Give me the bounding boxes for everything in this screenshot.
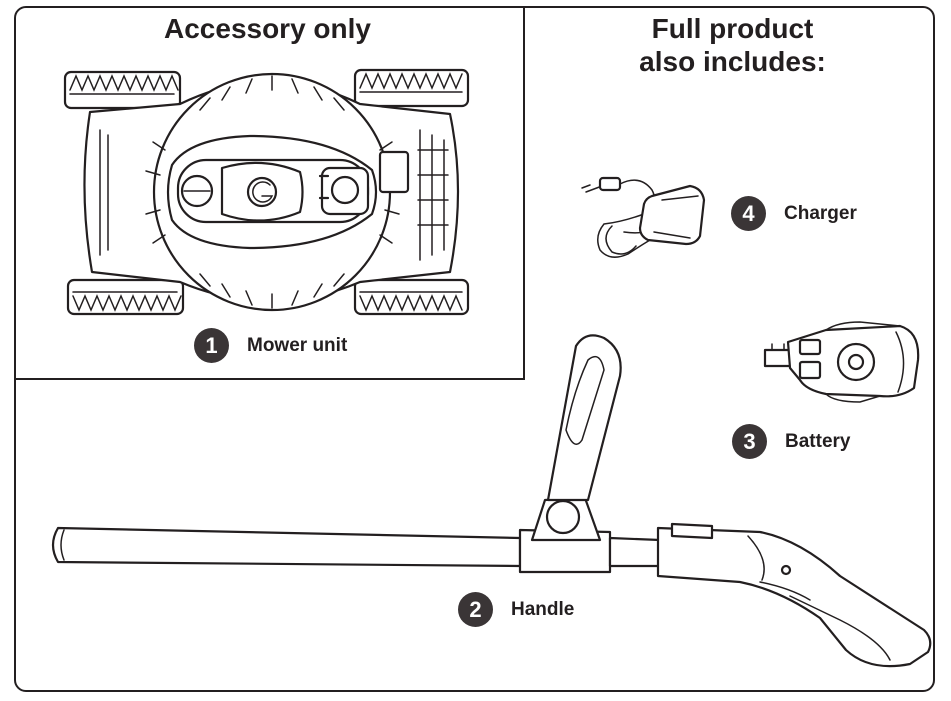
mower-wheel-rear-left	[66, 278, 185, 316]
handle-image	[51, 334, 932, 668]
charger-adapter	[638, 184, 706, 246]
accessory-only-panel	[14, 6, 525, 380]
callout-label-handle: Handle	[511, 598, 575, 620]
full-product-heading-line2: also includes:	[639, 46, 826, 77]
callout-badge-4: 4	[731, 196, 766, 231]
full-product-heading: Full product also includes:	[590, 12, 875, 78]
callout-badge-1: 1	[194, 328, 229, 363]
charger-image	[581, 176, 706, 258]
handle-grip	[546, 334, 622, 502]
package-contents-frame	[14, 6, 935, 692]
handle-lower-grip	[656, 526, 932, 668]
mower-wheel-rear-right	[353, 278, 470, 316]
mower-unit-image	[63, 68, 470, 316]
callout-charger: 4 Charger	[731, 196, 857, 231]
callout-label-charger: Charger	[784, 202, 857, 224]
mower-wheel-front-right	[353, 68, 470, 108]
mower-wheel-front-left	[63, 70, 182, 110]
battery-image	[763, 321, 920, 403]
callout-label-mower-unit: Mower unit	[247, 334, 348, 356]
callout-label-battery: Battery	[785, 430, 851, 452]
accessory-only-heading: Accessory only	[164, 13, 371, 44]
callout-mower-unit: 1 Mower unit	[194, 328, 347, 363]
callout-handle: 2 Handle	[458, 592, 574, 627]
callout-battery: 3 Battery	[732, 424, 850, 459]
callout-badge-2: 2	[458, 592, 493, 627]
callout-badge-3: 3	[732, 424, 767, 459]
handle-tube	[51, 526, 522, 568]
full-product-heading-line1: Full product	[651, 13, 814, 44]
